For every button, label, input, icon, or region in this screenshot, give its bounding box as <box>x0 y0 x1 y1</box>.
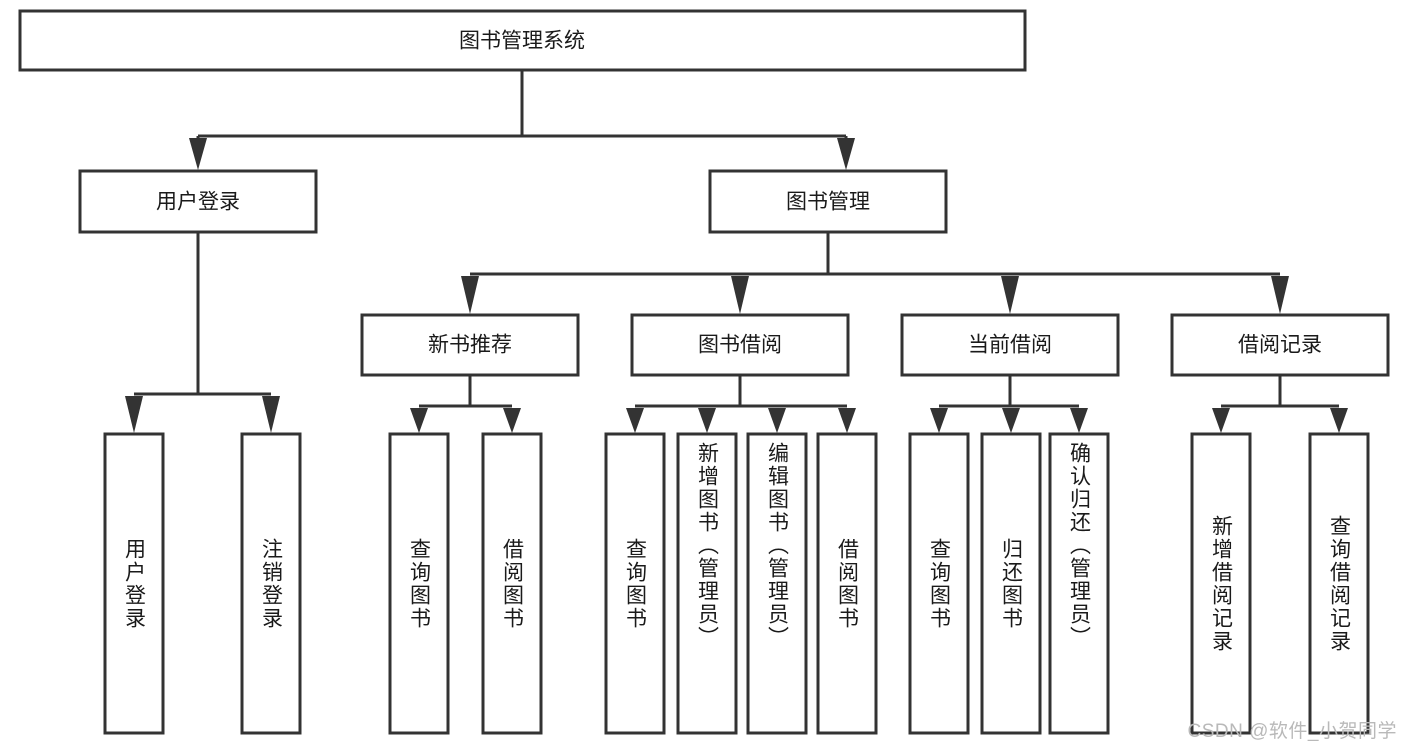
node-root[interactable]: 图书管理系统 <box>18 9 1027 72</box>
connector-group-user-login <box>125 232 280 433</box>
leaf-box-confirm-return[interactable] <box>1048 432 1110 735</box>
node-borrow-records-label: 借阅记录 <box>1238 334 1322 357</box>
node-user-login[interactable]: 用户登录 <box>78 169 318 234</box>
arrow-head-borrow-leaf-2 <box>698 408 716 433</box>
arrow-head-current <box>1001 276 1019 314</box>
node-borrow-records-box[interactable] <box>1170 313 1390 377</box>
node-book-management-label: 图书管理 <box>786 191 870 214</box>
arrow-head-current-leaf-3 <box>1070 408 1088 433</box>
arrow-head-borrow-leaf-3 <box>768 408 786 433</box>
arrow-head-book-mgmt <box>837 138 855 170</box>
node-current-borrow-box[interactable] <box>900 313 1120 377</box>
arrow-head-leaf-user-login <box>125 396 143 433</box>
leaf-box-query-book-2[interactable] <box>604 432 666 735</box>
csdn-watermark: CSDN @软件_小贺同学 <box>1187 721 1397 742</box>
connector-group-records <box>1212 375 1348 433</box>
connector-group-new-books <box>410 375 521 433</box>
arrow-head-records-leaf-1 <box>1212 408 1230 433</box>
node-new-book-recommend-label: 新书推荐 <box>428 334 512 357</box>
leaf-box-edit-book-admin[interactable] <box>746 432 808 735</box>
node-borrow-records[interactable]: 借阅记录 <box>1170 313 1390 377</box>
leaf-box-borrow-book-2[interactable] <box>816 432 878 735</box>
leaf-box-query-book-1[interactable] <box>388 432 450 735</box>
arrow-head-borrow <box>731 276 749 314</box>
leaf-box-borrow-book-1[interactable] <box>481 432 543 735</box>
node-user-login-box[interactable] <box>78 169 318 234</box>
node-root-label: 图书管理系统 <box>459 30 585 53</box>
arrow-head-records <box>1271 276 1289 314</box>
leaf-box-return-book[interactable] <box>980 432 1042 735</box>
arrow-head-borrow-leaf-4 <box>838 408 856 433</box>
connector-group-current <box>930 375 1088 433</box>
leaf-box-user-login[interactable] <box>103 432 165 735</box>
leaf-box-add-book-admin[interactable] <box>676 432 738 735</box>
arrow-head-borrow-leaf-1 <box>626 408 644 433</box>
arrow-head-current-leaf-2 <box>1002 408 1020 433</box>
arrow-head-newbooks-leaf-1 <box>410 408 428 433</box>
leaf-box-logout[interactable] <box>240 432 302 735</box>
node-current-borrow-label: 当前借阅 <box>968 334 1052 357</box>
connector-group-root <box>189 70 855 170</box>
node-book-borrow-box[interactable] <box>630 313 850 377</box>
node-book-management[interactable]: 图书管理 <box>708 169 948 234</box>
node-root-box[interactable] <box>18 9 1027 72</box>
node-book-borrow[interactable]: 图书借阅 <box>630 313 850 377</box>
arrow-head-records-leaf-2 <box>1330 408 1348 433</box>
node-user-login-label: 用户登录 <box>156 191 240 214</box>
arrow-head-newbooks-leaf-2 <box>503 408 521 433</box>
leaf-box-query-record[interactable] <box>1308 432 1370 735</box>
node-book-management-box[interactable] <box>708 169 948 234</box>
arrow-head-user-login <box>189 138 207 170</box>
connector-group-borrow <box>626 375 856 433</box>
node-current-borrow[interactable]: 当前借阅 <box>900 313 1120 377</box>
leaf-box-add-record[interactable] <box>1190 432 1252 735</box>
leaf-node-group <box>103 432 1370 735</box>
arrow-head-new-books <box>461 276 479 314</box>
connector-group-book-mgmt <box>461 232 1289 314</box>
arrow-head-current-leaf-1 <box>930 408 948 433</box>
node-book-borrow-label: 图书借阅 <box>698 334 782 357</box>
leaf-box-query-book-3[interactable] <box>908 432 970 735</box>
node-new-book-recommend-box[interactable] <box>360 313 580 377</box>
node-new-book-recommend[interactable]: 新书推荐 <box>360 313 580 377</box>
arrow-head-leaf-logout <box>262 396 280 433</box>
